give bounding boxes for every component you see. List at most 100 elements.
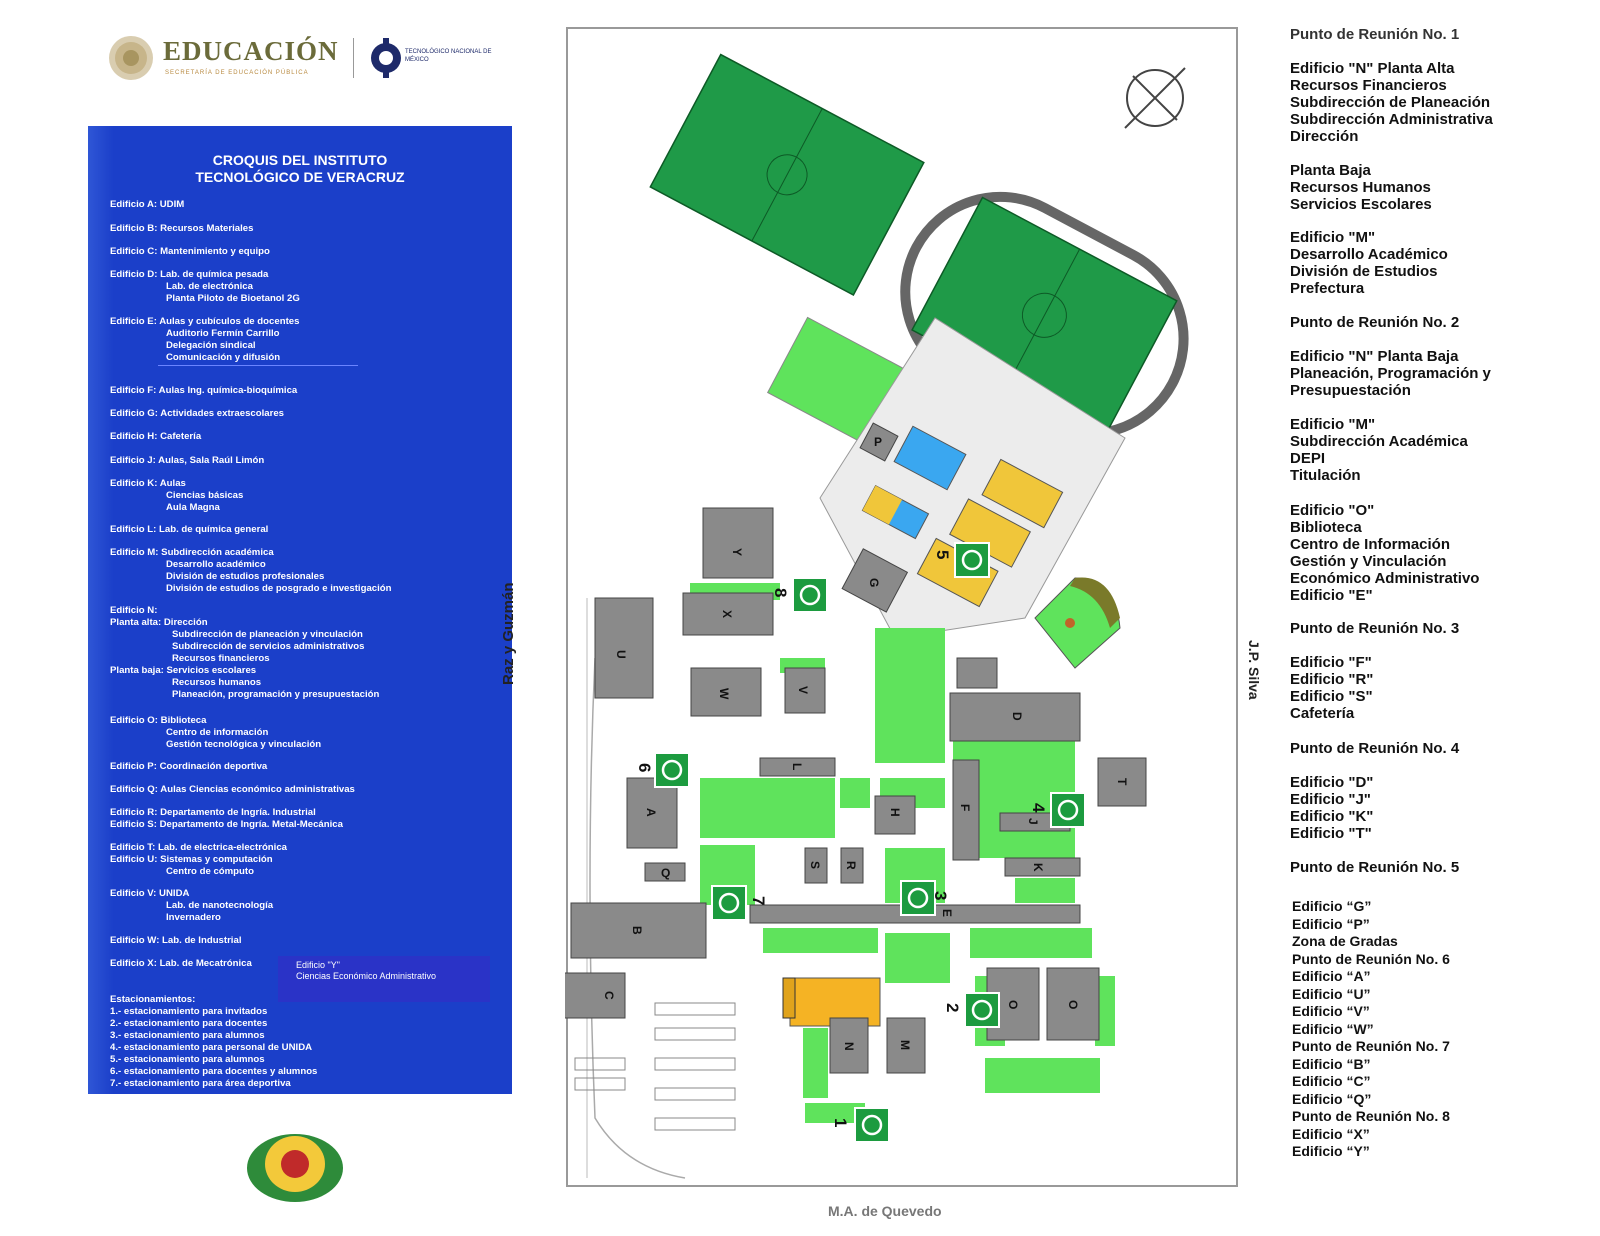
meeting-point-icon (854, 1107, 890, 1143)
legend-line: Edificio "Y" (296, 960, 340, 970)
legend-line: Edificio U: Sistemas y computación (110, 854, 273, 865)
mexico-seal-icon (109, 36, 153, 80)
pool-small (861, 484, 930, 540)
legend-item-c: Edificio C: Mantenimiento y equipo (110, 246, 270, 257)
legend-line: Lab. de nanotecnología (166, 900, 274, 911)
p1-line: División de Estudios (1290, 263, 1438, 280)
legend-line: 5.- estacionamiento para alumnos (110, 1054, 265, 1065)
label-t: T (1115, 778, 1129, 786)
legend-line: Centro de información (166, 727, 269, 738)
label-x: X (720, 610, 734, 618)
p5-line: Edificio “V” (1292, 1003, 1370, 1019)
p2-line: Titulación (1290, 467, 1361, 484)
itv-seal-icon (247, 1134, 343, 1202)
label-q: Q (661, 866, 670, 880)
label-r: R (844, 861, 858, 870)
street-right-label: J.P. Silva (1246, 640, 1262, 700)
legend-inset-y: Edificio "Y" Ciencias Económico Administ… (278, 956, 490, 1002)
p5-line: Edificio “U” (1292, 985, 1371, 1002)
pool (893, 425, 967, 491)
building-k (1004, 857, 1081, 877)
p5-line: Edificio “C” (1292, 1073, 1371, 1089)
label-e: E (940, 909, 954, 917)
p5-line: Edificio “P” (1292, 915, 1370, 932)
legend-underline (158, 365, 358, 366)
buildings (565, 422, 1147, 1074)
legend-item-a: Edificio A: UDIM (110, 199, 185, 210)
p5-line: Edificio “Q” (1292, 1090, 1372, 1107)
legend-line: Aula Magna (166, 502, 220, 513)
legend-line: 4.- estacionamiento para personal de UNI… (110, 1042, 313, 1053)
legend-line: Desarrollo académico (166, 559, 266, 570)
label-c: C (602, 991, 616, 1000)
legend-title-line1: CROQUIS DEL INSTITUTO (212, 152, 388, 168)
soccer-field-north (649, 53, 925, 296)
p4-list: Edificio "D" Edificio "J" Edificio "K" E… (1290, 774, 1373, 842)
building-v (594, 597, 654, 699)
legend-item-o: Edificio O: Biblioteca Centro de informa… (110, 715, 321, 751)
meeting-point-icon (964, 992, 1000, 1028)
tecnm-gear-icon (371, 38, 401, 78)
legend-line: Invernadero (166, 912, 221, 923)
p5-line: Edificio “G” (1292, 898, 1372, 914)
legend-item-m: Edificio M: Subdirección académica Desar… (110, 547, 392, 595)
label-l: L (790, 763, 804, 770)
mp-number-8: 8 (771, 588, 790, 597)
legend-line: División de estudios de posgrado e inves… (166, 583, 392, 594)
label-m: M (898, 1040, 912, 1050)
legend-line: 7.- estacionamiento para área deportiva (110, 1078, 291, 1089)
legend-line: Comunicación y difusión (166, 352, 281, 363)
legend-panel: CROQUIS DEL INSTITUTO TECNOLÓGICO DE VER… (88, 126, 512, 1094)
legend-item-n: Edificio N: Planta alta: Dirección Subdi… (110, 605, 379, 701)
p1-line: Planta Baja (1290, 162, 1371, 179)
label-d: D (1010, 712, 1024, 721)
legend-line: Gestión tecnológica y vinculación (166, 739, 322, 750)
p3-line: Edificio "S" (1290, 688, 1373, 705)
p1-title: Punto de Reunión No. 1 (1290, 26, 1460, 43)
legend-item-v: Edificio V: UNIDA Lab. de nanotecnología… (110, 888, 273, 924)
p2-o-list: Edificio "O" Biblioteca Centro de Inform… (1290, 502, 1479, 604)
building-misc (956, 657, 998, 689)
building-o2 (1046, 967, 1100, 1041)
p2-line: Edificio "M" (1290, 416, 1376, 433)
p2-line: Edificio "E" (1290, 587, 1373, 604)
header-logos: EDUCACIÓN SECRETARÍA DE EDUCACIÓN PÚBLIC… (105, 30, 505, 90)
p4-line: Edificio "J" (1290, 791, 1371, 808)
p2-line: Gestión y Vinculación (1290, 553, 1447, 570)
p2-line: Edificio "N" Planta Baja (1290, 348, 1459, 365)
p5-line: Punto de Reunión No. 6 (1292, 950, 1450, 967)
p3-line: Edificio "R" (1290, 671, 1374, 688)
campus-map: Y X U W V P G L A Q S R H D F J K T E B … (565, 27, 1238, 1187)
legend-item-b: Edificio B: Recursos Materiales (110, 223, 254, 234)
building-labels: Y X U W V P G L A Q S R H D F J K T E B … (602, 435, 1129, 1051)
legend-line: Planta baja: Servicios escolares (110, 665, 257, 676)
p5-line: Edificio “A” (1292, 968, 1371, 984)
p1-line: Subdirección de Planeación (1290, 94, 1491, 111)
legend-line: Recursos humanos (172, 677, 262, 688)
legend-item-h: Edificio H: Cafetería (110, 431, 202, 442)
p5-line: Punto de Reunión No. 8 (1292, 1108, 1450, 1124)
meeting-point-icon (792, 577, 828, 613)
label-g: G (867, 578, 881, 587)
legend-line: Delegación sindical (166, 340, 256, 351)
p1-baja-list: Planta Baja Recursos Humanos Servicios E… (1290, 162, 1432, 213)
building-b (570, 902, 707, 959)
legend-line: Subdirección de planeación y vinculación (172, 629, 363, 640)
legend-line: Centro de cómputo (166, 866, 254, 877)
p2-line: Subdirección Académica (1290, 433, 1468, 450)
mp-number-2: 2 (943, 1003, 962, 1012)
building-y (702, 507, 774, 579)
legend-line: Ciencias básicas (166, 490, 244, 501)
legend-item-rs: Edificio R: Departamento de Ingría. Indu… (110, 807, 343, 831)
legend-line: Lab. de electrónica (166, 281, 253, 292)
building-g (841, 548, 909, 613)
header-divider (353, 38, 354, 78)
legend-title: CROQUIS DEL INSTITUTO TECNOLÓGICO DE VER… (88, 152, 512, 186)
label-f: F (958, 804, 972, 811)
p1-line: Desarrollo Académico (1290, 246, 1448, 263)
legend-line: Planta alta: Dirección (110, 617, 208, 628)
legend-item-q: Edificio Q: Aulas Ciencias económico adm… (110, 784, 355, 795)
legend-item-f: Edificio F: Aulas Ing. química-bioquímic… (110, 385, 298, 396)
p3-list: Edificio "F" Edificio "R" Edificio "S" C… (1290, 654, 1373, 722)
sports-zone (819, 317, 1126, 639)
